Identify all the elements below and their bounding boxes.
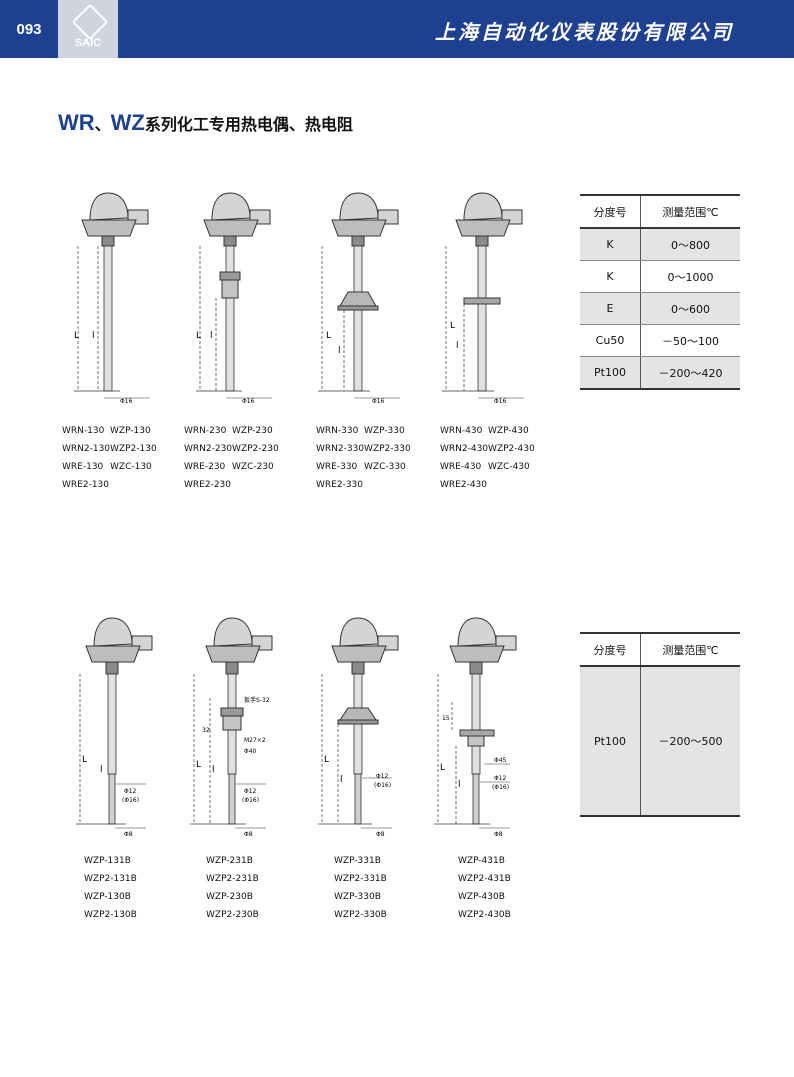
thermocouple-230-drawing: L l Φ16 [196, 192, 272, 405]
saic-logo: SAIC [58, 0, 118, 58]
insert-label: l [456, 341, 459, 351]
top-drawing-2: L l Φ16 [182, 188, 292, 413]
length-label: L [196, 760, 201, 770]
saic-logo-icon [71, 3, 109, 41]
bottom-models-4: WZP-431B WZP2-431B WZP-430B WZP2-430B [458, 856, 511, 920]
thermocouple-130-drawing: L l Φ16 [74, 192, 150, 405]
length-label: L [450, 321, 455, 331]
company-name: 上海自动化仪表股份有限公司 [435, 20, 734, 44]
bottom-drawing-4: 15 Φ45 L l Φ12 (Φ16) Φ8 [430, 612, 540, 842]
outer-diameter-alt-label: (Φ16) [242, 797, 259, 804]
range-table-2: 分度号 测量范围℃ Pt100 －200～500 [580, 632, 740, 817]
insert-label: l [340, 775, 343, 785]
insert-label: l [210, 331, 213, 341]
diameter-label: Φ16 [494, 398, 507, 405]
length-label: L [324, 755, 329, 765]
diameter-label: Φ16 [372, 398, 385, 405]
outer-diameter-label: Φ12 [244, 788, 257, 795]
insert-label: l [212, 765, 215, 775]
wrench-label: 扳手S-32 [244, 696, 270, 704]
length-label: L [326, 331, 331, 341]
outer-diameter-label: Φ12 [376, 773, 389, 780]
top-drawing-3: L l Φ16 [310, 188, 420, 413]
insert-label: l [338, 346, 341, 356]
tip-diameter-label: Φ8 [124, 831, 133, 838]
outer-diameter-alt-label: (Φ16) [374, 782, 391, 789]
title-separator: 、 [94, 115, 111, 134]
dimension-label: 15 [442, 715, 450, 722]
tip-diameter-label: Φ8 [244, 831, 253, 838]
bottom-models-2: WZP-231B WZP2-231B WZP-230B WZP2-230B [206, 856, 259, 920]
outer-diameter-label: Φ12 [124, 788, 137, 795]
insert-label: l [92, 331, 95, 341]
table-header-row: 分度号 测量范围℃ [580, 632, 740, 667]
length-label: L [440, 763, 445, 773]
title-prefix-a: WR [58, 110, 95, 135]
insert-label: l [458, 780, 461, 790]
bottom-models-3: WZP-331B WZP2-331B WZP-330B WZP2-330B [334, 856, 387, 920]
bottom-drawing-3: L l Φ12 (Φ16) Φ8 [312, 612, 422, 842]
dimension-label: 32 [202, 727, 210, 734]
page-number: 093 [16, 20, 42, 38]
title-prefix-b: WZ [110, 110, 145, 135]
tip-diameter-label: Φ8 [494, 831, 503, 838]
table-row: Pt100－200～420 [580, 356, 740, 390]
table-row: Cu50－50～100 [580, 324, 740, 357]
tip-diameter-label: Φ8 [376, 831, 385, 838]
bottom-models-1: WZP-131B WZP2-131B WZP-130B WZP2-130B [84, 856, 137, 920]
length-label: L [74, 331, 79, 341]
thread-label: M27×2 [244, 737, 266, 744]
length-label: L [196, 331, 201, 341]
bottom-drawing-2: 扳手S-32 32 M27×2 Φ40 L l Φ12 (Φ16) Φ8 [186, 612, 296, 842]
rtd-431b-drawing: 15 Φ45 L l Φ12 (Φ16) Φ8 [434, 617, 517, 838]
rtd-131b-drawing: L l Φ12 (Φ16) Φ8 [76, 617, 153, 838]
page-title: WR、WZ系列化工专用热电偶、热电阻 [58, 110, 353, 136]
rtd-231b-drawing: 扳手S-32 32 M27×2 Φ40 L l Φ12 (Φ16) Φ8 [190, 617, 273, 838]
logo-text: SAIC [74, 37, 102, 49]
table-row: Pt100 －200～500 [580, 666, 740, 817]
boss-label: Φ40 [244, 748, 257, 755]
diameter-label: Φ16 [120, 398, 133, 405]
thermocouple-430-drawing: L l Φ16 [442, 192, 524, 405]
diameter-label: Φ16 [242, 398, 255, 405]
outer-diameter-alt-label: (Φ16) [122, 797, 139, 804]
length-label: L [82, 755, 87, 765]
table-header-row: 分度号 测量范围℃ [580, 194, 740, 229]
thermocouple-330-drawing: L l Φ16 [318, 192, 400, 405]
bottom-drawing-1: L l Φ12 (Φ16) Φ8 [66, 612, 176, 842]
header-bar: 093 SAIC 上海自动化仪表股份有限公司 [0, 0, 794, 58]
outer-diameter-alt-label: (Φ16) [492, 784, 509, 791]
rtd-331b-drawing: L l Φ12 (Φ16) Φ8 [318, 617, 399, 838]
flange-label: Φ45 [494, 757, 507, 764]
title-suffix: 系列化工专用热电偶、热电阻 [144, 115, 353, 134]
outer-diameter-label: Φ12 [494, 775, 507, 782]
insert-label: l [100, 765, 103, 775]
top-drawing-4: L l Φ16 [434, 188, 544, 413]
top-drawing-1: L l Φ16 [60, 188, 170, 413]
